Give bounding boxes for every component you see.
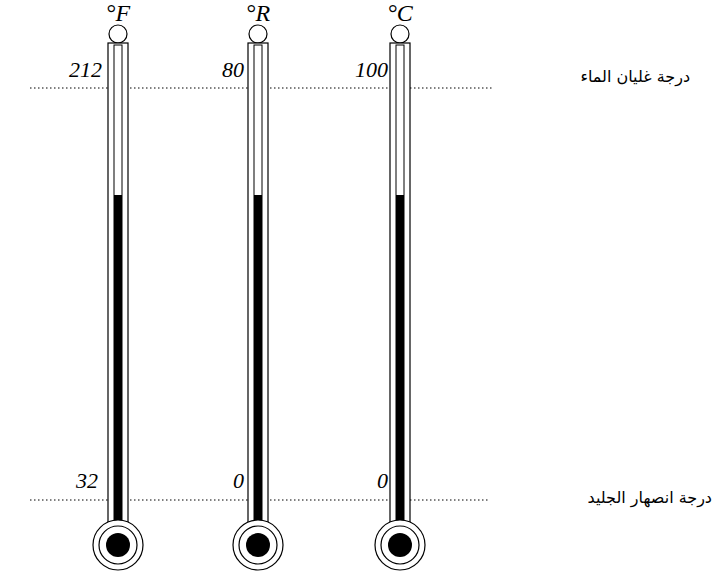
scale-value: 32 <box>76 468 98 493</box>
unit-label: °R <box>246 0 270 28</box>
thermometer <box>93 25 143 570</box>
mercury-column <box>396 195 404 525</box>
bulb-outer <box>233 520 283 570</box>
tube-outer <box>390 43 410 525</box>
bulb-mercury <box>246 533 270 557</box>
melting-label: درجة انصهار الجليد <box>588 489 712 507</box>
tube-outer <box>108 43 128 525</box>
bulb-ring <box>99 526 137 564</box>
top-bulb <box>249 25 267 43</box>
scale-value: 212 <box>69 57 102 82</box>
bulb-ring <box>381 526 419 564</box>
mercury-column <box>254 195 262 525</box>
unit-label: °C <box>387 0 413 28</box>
thermometer <box>233 25 283 570</box>
tube-outer <box>248 43 268 525</box>
boiling-label: درجة غليان الماء <box>580 68 690 86</box>
scale-value: 0 <box>377 468 388 493</box>
bulb-mercury <box>106 533 130 557</box>
scale-value: 0 <box>233 468 244 493</box>
top-bulb <box>109 25 127 43</box>
top-bulb <box>391 25 409 43</box>
thermometer <box>375 25 425 570</box>
bulb-ring <box>239 526 277 564</box>
scale-value: 100 <box>355 57 388 82</box>
bulb-mercury <box>388 533 412 557</box>
scale-value: 80 <box>222 57 244 82</box>
bulb-outer <box>375 520 425 570</box>
bulb-outer <box>93 520 143 570</box>
mercury-column <box>114 195 122 525</box>
unit-label: °F <box>106 0 130 28</box>
